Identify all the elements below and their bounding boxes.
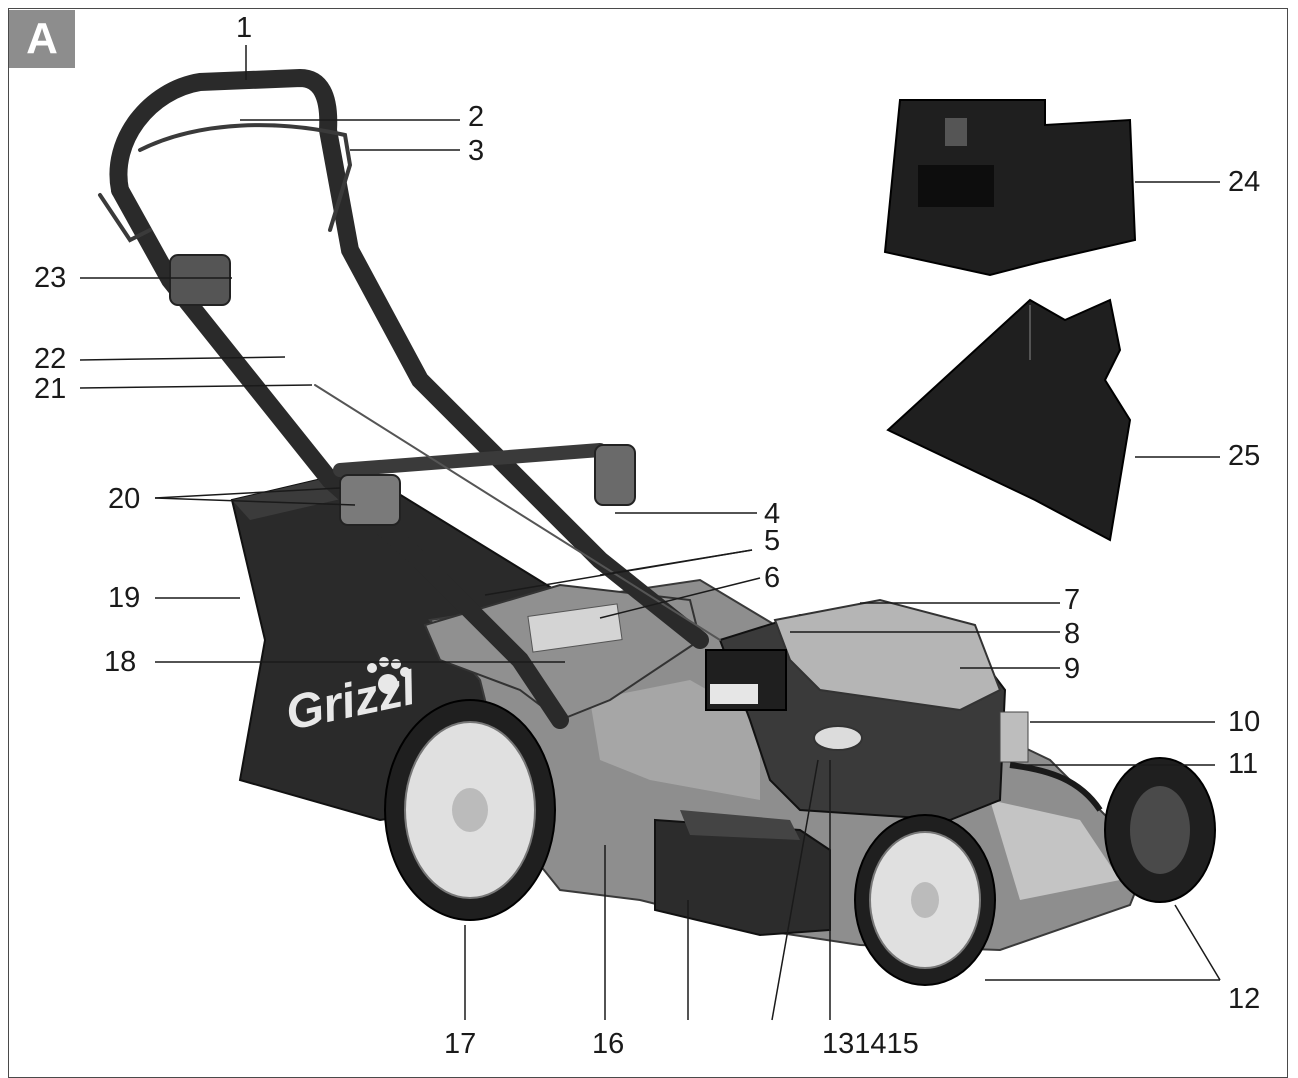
callout-number: 12 [1228, 983, 1261, 1015]
callout-number: 20 [108, 483, 141, 515]
side-discharge-chute [886, 298, 1132, 542]
engine [705, 598, 1103, 822]
handle-knob [169, 254, 231, 306]
callout-number: 8 [1064, 618, 1081, 650]
callout-number: 22 [34, 343, 67, 375]
callout-number: 19 [108, 582, 141, 614]
rear-wheel-left [384, 699, 556, 921]
callout-number: 18 [104, 646, 137, 678]
callout-number: 131415 [822, 1028, 919, 1060]
callout-number: 21 [34, 373, 67, 405]
callout-number: 10 [1228, 706, 1261, 738]
handle-clamp [594, 444, 636, 506]
callout-number: 5 [764, 525, 781, 557]
handle-clamp [339, 474, 401, 526]
callout-number: 11 [1228, 748, 1259, 780]
callout-number: 1 [236, 12, 253, 44]
callout-number: 2 [468, 101, 485, 133]
front-wheel-far [1104, 757, 1216, 903]
callout-number: 6 [764, 562, 781, 594]
callout-number: 17 [444, 1028, 477, 1060]
callout-number: 3 [468, 135, 485, 167]
callout-number: 9 [1064, 653, 1081, 685]
callout-number: 16 [592, 1028, 625, 1060]
figure-letter-badge: A [9, 10, 75, 68]
callout-leader-lines [79, 45, 1221, 1021]
front-wheel [854, 814, 996, 986]
mulching-plug [883, 99, 1137, 277]
callout-number: 24 [1228, 166, 1261, 198]
callout-number: 23 [34, 262, 67, 294]
callout-number: 4 [764, 498, 781, 530]
callout-number: 7 [1064, 584, 1081, 616]
callout-number: 25 [1228, 440, 1261, 472]
oil-cap-icon [813, 725, 863, 751]
